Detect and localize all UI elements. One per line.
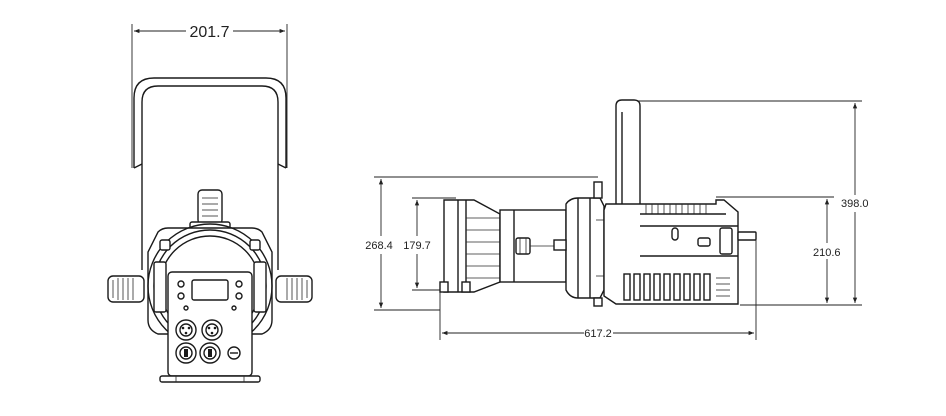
length-dimension: 617.2	[439, 240, 757, 340]
overall-height-label: 268.4	[365, 240, 393, 252]
fuse-holder	[227, 346, 241, 360]
left-tilt-knob	[107, 275, 145, 303]
power-in-connector	[175, 342, 197, 364]
zoom-knob	[515, 237, 531, 255]
lens-height-dimension: 179.7	[403, 197, 456, 291]
front-width-dimension: 201.7	[131, 24, 288, 168]
shutter-housing	[553, 181, 605, 307]
total-height-label: 398.0	[841, 198, 869, 210]
cooling-vents-bottom	[623, 273, 730, 301]
side-view: 268.4 179.7 617.2 398.0	[365, 99, 869, 340]
front-view: 201.7	[107, 24, 313, 383]
dmx-in-connector	[175, 319, 197, 341]
lens-barrel	[439, 199, 501, 293]
main-body	[603, 199, 757, 305]
front-width-label: 201.7	[189, 24, 229, 41]
power-out-connector	[199, 342, 221, 364]
rear-panel	[167, 271, 253, 377]
dmx-out-connector	[201, 319, 223, 341]
body-height-label: 210.6	[813, 247, 841, 259]
rear-handle	[737, 231, 757, 241]
length-label: 617.2	[584, 328, 612, 340]
bottom-feet	[159, 375, 261, 383]
right-tilt-knob	[275, 275, 313, 303]
body-height-dimension: 210.6	[716, 196, 841, 303]
total-height-dimension: 398.0	[620, 100, 869, 306]
overall-height-dimension: 268.4	[365, 176, 598, 311]
cooling-fins-top	[640, 204, 726, 215]
yoke	[133, 77, 287, 270]
display-screen	[191, 279, 229, 301]
lens-height-label: 179.7	[403, 240, 431, 252]
